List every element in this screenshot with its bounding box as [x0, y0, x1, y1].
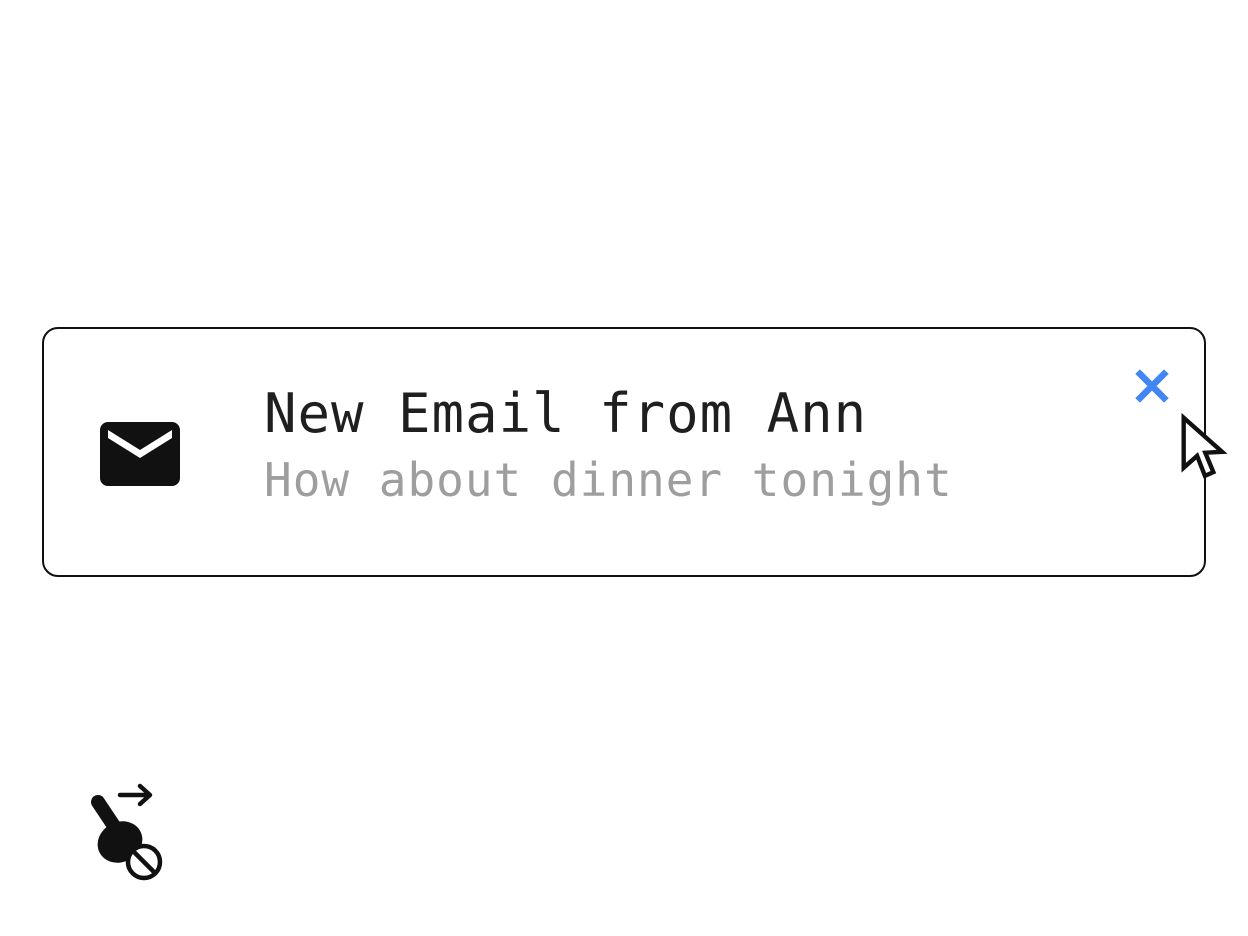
notification-card[interactable]: New Email from Ann How about dinner toni… [42, 327, 1206, 577]
email-icon [100, 422, 180, 486]
notification-subtitle: How about dinner tonight [264, 453, 953, 507]
blocked-slash [131, 849, 157, 875]
notification-title: New Email from Ann [264, 382, 868, 445]
swipe-arrow-icon [117, 783, 153, 807]
arrow-cursor-icon [1181, 413, 1228, 479]
swipe-blocked-icon [91, 783, 163, 881]
hand-finger [91, 795, 125, 839]
close-icon[interactable] [1129, 363, 1175, 409]
